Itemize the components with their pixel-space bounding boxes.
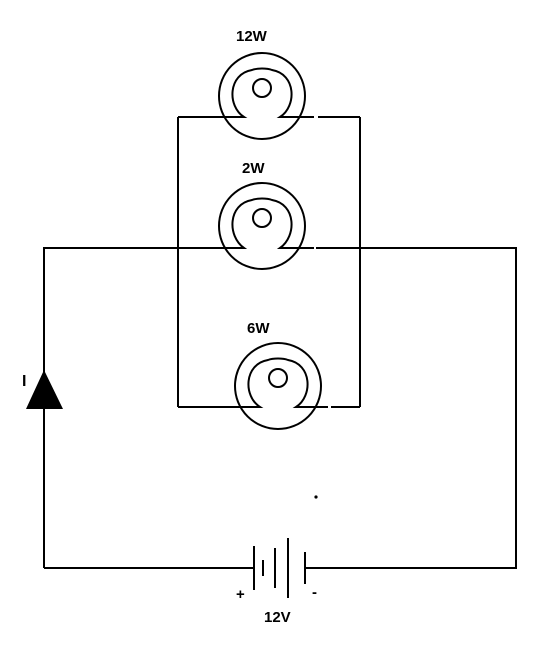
battery-icon: [253, 538, 306, 598]
parallel-branch-wires: [177, 116, 361, 408]
right-outer-wire: [305, 247, 517, 569]
left-outer-wire: [43, 247, 178, 568]
battery-voltage-label: 12V: [264, 609, 291, 626]
lamp-label-top: 12W: [236, 28, 267, 45]
battery-negative-label: -: [312, 584, 317, 601]
lamp-icon: [210, 52, 314, 140]
lamp-icon: [210, 182, 314, 270]
lamp-icon: [228, 342, 328, 430]
outer-wire: [43, 247, 517, 569]
lamp-label-bottom: 6W: [247, 320, 270, 337]
current-label: I: [22, 373, 27, 390]
battery-positive-label: +: [236, 586, 245, 603]
lamp-label-middle: 2W: [242, 160, 265, 177]
stray-dot: [314, 495, 318, 499]
arrow-up-icon: [26, 370, 63, 409]
